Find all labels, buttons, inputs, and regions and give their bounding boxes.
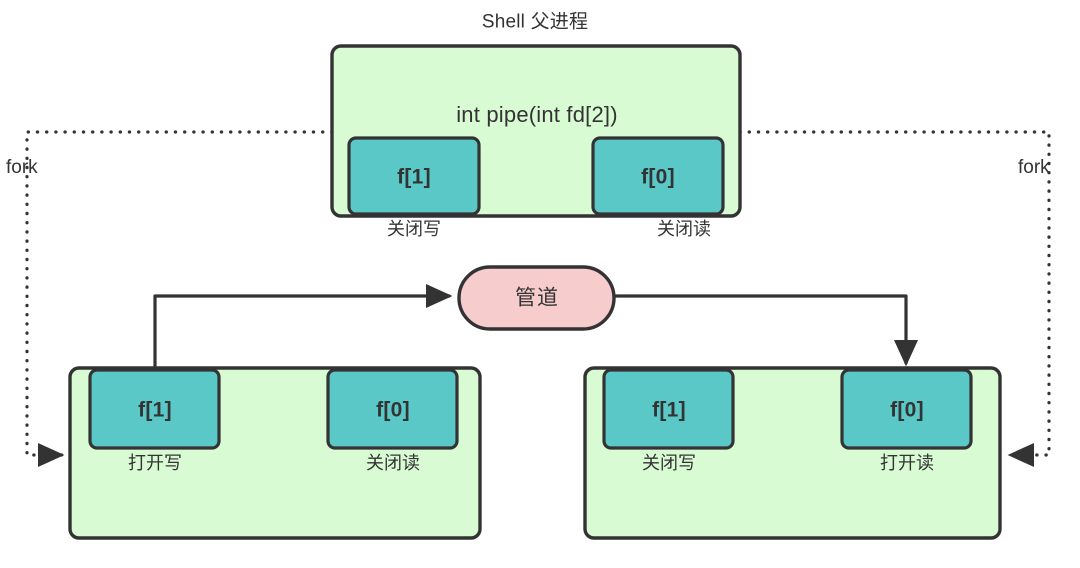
pipe-syscall-label: int pipe(int fd[2])	[456, 102, 618, 127]
right-fd1-box	[602, 368, 735, 450]
pipe-node-shape	[457, 265, 616, 331]
pipe-node-label: 管道	[515, 286, 559, 310]
left-fd0-box	[326, 368, 459, 450]
fork-right-edge	[738, 130, 1051, 467]
right-fd1-label: f[1]	[652, 398, 686, 422]
parent-fd0-label: f[0]	[641, 165, 675, 189]
parent-fd1-state: 关闭写	[387, 219, 441, 239]
right-fd0-box	[840, 368, 973, 450]
right-fd0-state: 打开读	[880, 453, 934, 473]
pipe-to-read-edge	[614, 294, 918, 367]
fork-left-label: fork	[6, 157, 38, 178]
write-to-pipe-edge	[153, 284, 453, 370]
fork-right-label: fork	[1018, 157, 1050, 178]
left-fd1-label: f[1]	[138, 398, 172, 422]
parent-fd0-box	[591, 136, 725, 216]
parent-fd1-box	[347, 136, 481, 216]
parent-fd1-label: f[1]	[397, 165, 431, 189]
right-fd1-state: 关闭写	[642, 453, 696, 473]
left-fd0-label: f[0]	[376, 398, 410, 422]
parent-fd0-state: 关闭读	[657, 219, 711, 239]
page-title: Shell 父进程	[481, 11, 589, 33]
left-fd1-box	[88, 368, 221, 450]
left-fd1-state: 打开写	[128, 453, 182, 473]
left-fd0-state: 关闭读	[366, 453, 420, 473]
right-fd0-label: f[0]	[890, 398, 924, 422]
fork-left-edge	[25, 130, 334, 467]
